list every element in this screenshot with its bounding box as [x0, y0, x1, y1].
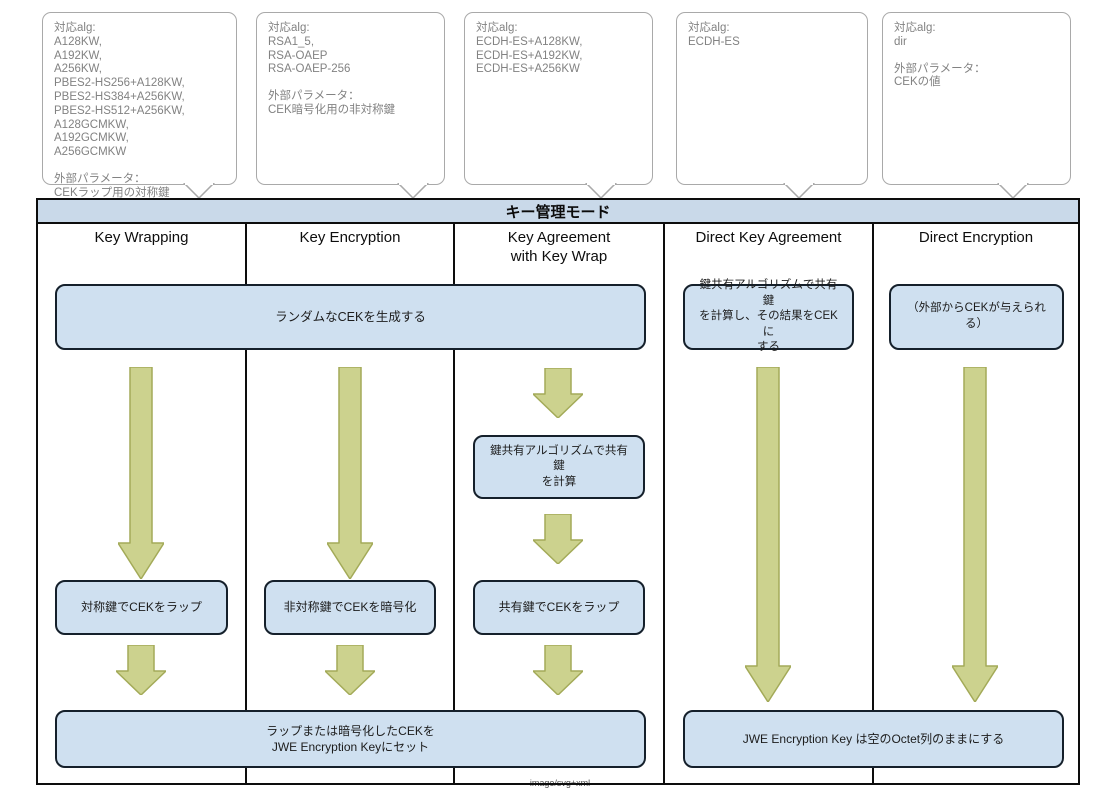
callout-text-line: CEK暗号化用の非対称鍵	[268, 103, 396, 116]
down-arrow-key-agreement-1	[533, 368, 583, 418]
callout-text-line	[54, 160, 225, 173]
callout-text-line: CEKラップ用の対称鍵	[54, 186, 170, 199]
callout-text-line: 対応alg:	[688, 22, 730, 34]
box-wrap-cek-symmetric: 対称鍵でCEKをラップ	[55, 580, 228, 635]
down-arrow-key-encryption-2	[325, 645, 375, 695]
callout-text-line: A256GCMKW	[54, 146, 127, 159]
callout-key-wrapping-algs: 対応alg: A128KW, A192KW, A256KW, PBES2-HS2…	[42, 12, 237, 199]
callout-text-line: A128GCMKW,	[54, 118, 129, 131]
box-empty-octet-string: JWE Encryption Key は空のOctet列のままにする	[683, 710, 1064, 768]
callout-tail	[396, 183, 430, 199]
box-wrap-cek-shared: 共有鍵でCEKをラップ	[473, 580, 645, 635]
box-ka-compute-shared-key: 鍵共有アルゴリズムで共有鍵 を計算	[473, 435, 645, 499]
callout-text-line: 対応alg:	[54, 22, 96, 34]
down-arrow-direct-encryption	[952, 367, 998, 702]
callout-text-line: dir	[894, 35, 907, 48]
callout-text-line	[894, 50, 1059, 63]
callout-text-line: A256KW,	[54, 63, 102, 76]
column-header-key-agreement-wrap: Key Agreement with Key Wrap	[507, 229, 611, 265]
callout-tail	[996, 183, 1030, 199]
down-arrow-direct-key-agreement	[745, 367, 791, 702]
box-dka-compute-shared-key: 鍵共有アルゴリズムで共有鍵 を計算し、その結果をCEKに する	[683, 279, 854, 353]
callout-text-line: 対応alg:	[894, 22, 936, 34]
callout-direct-key-agreement-algs: 対応alg: ECDH-ES	[676, 12, 868, 185]
callout-text-line: 対応alg:	[268, 22, 310, 34]
box-generate-random-cek: ランダムなCEKを生成する	[55, 284, 646, 350]
callout-text-line: RSA-OAEP-256	[268, 63, 351, 76]
down-arrow-key-encryption	[327, 367, 373, 579]
box-encrypt-cek-asymmetric: 非対称鍵でCEKを暗号化	[264, 580, 436, 635]
callout-text-line: ECDH-ES+A192KW,	[476, 49, 583, 62]
callout-text-line: ECDH-ES	[688, 35, 740, 48]
column-header-key-wrapping: Key Wrapping	[94, 229, 189, 246]
callout-text-line: A192KW,	[54, 49, 102, 62]
column-divider	[872, 224, 874, 785]
column-header-key-encryption: Key Encryption	[299, 229, 401, 246]
callout-text-line: A192GCMKW,	[54, 132, 129, 145]
down-arrow-key-agreement-3	[533, 645, 583, 695]
column-divider	[663, 224, 665, 785]
table-title: キー管理モード	[505, 203, 611, 221]
column-divider	[245, 224, 247, 785]
callout-text-line: PBES2-HS384+A256KW,	[54, 90, 185, 103]
callout-key-encryption-algs: 対応alg: RSA1_5, RSA-OAEP RSA-OAEP-256 外部パ…	[256, 12, 445, 185]
callout-text-line: ECDH-ES+A128KW,	[476, 35, 583, 48]
column-header-direct-encryption: Direct Encryption	[918, 229, 1034, 246]
column-divider	[453, 224, 455, 785]
callout-tail	[584, 183, 618, 199]
column-header-direct-key-agreement: Direct Key Agreement	[695, 229, 842, 246]
callout-text-line: RSA-OAEP	[268, 49, 328, 62]
callout-text-line	[268, 77, 433, 90]
callout-text-line: 対応alg:	[476, 22, 518, 34]
callout-text-line: 外部パラメータ：	[894, 62, 986, 75]
table-title-bar: キー管理モード	[36, 198, 1080, 224]
box-set-jwe-encryption-key: ラップまたは暗号化したCEKを JWE Encryption Keyにセット	[55, 710, 646, 768]
callout-tail	[182, 183, 216, 199]
down-arrow-key-agreement-2	[533, 514, 583, 564]
callout-text-line: ECDH-ES+A256KW	[476, 63, 580, 76]
down-arrow-key-wrapping	[118, 367, 164, 579]
callout-text-line: CEKの値	[894, 76, 941, 89]
callout-text-line: 外部パラメータ：	[54, 172, 146, 185]
callout-direct-encryption-algs: 対応alg: dir 外部パラメータ： CEKの値	[882, 12, 1071, 185]
callout-text-line: A128KW,	[54, 35, 102, 48]
callout-text-line: 外部パラメータ：	[268, 90, 360, 103]
callout-key-agreement-wrap-algs: 対応alg: ECDH-ES+A128KW, ECDH-ES+A192KW, E…	[464, 12, 653, 185]
svg-watermark: image/svg+xml	[529, 778, 591, 788]
callout-text-line: PBES2-HS512+A256KW,	[54, 104, 185, 117]
callout-text-line: PBES2-HS256+A128KW,	[54, 77, 185, 90]
callout-tail	[782, 183, 816, 199]
box-de-external-cek: （外部からCEKが与えられ る）	[889, 284, 1064, 350]
down-arrow-key-wrapping-2	[116, 645, 166, 695]
callout-text-line: RSA1_5,	[268, 35, 315, 48]
